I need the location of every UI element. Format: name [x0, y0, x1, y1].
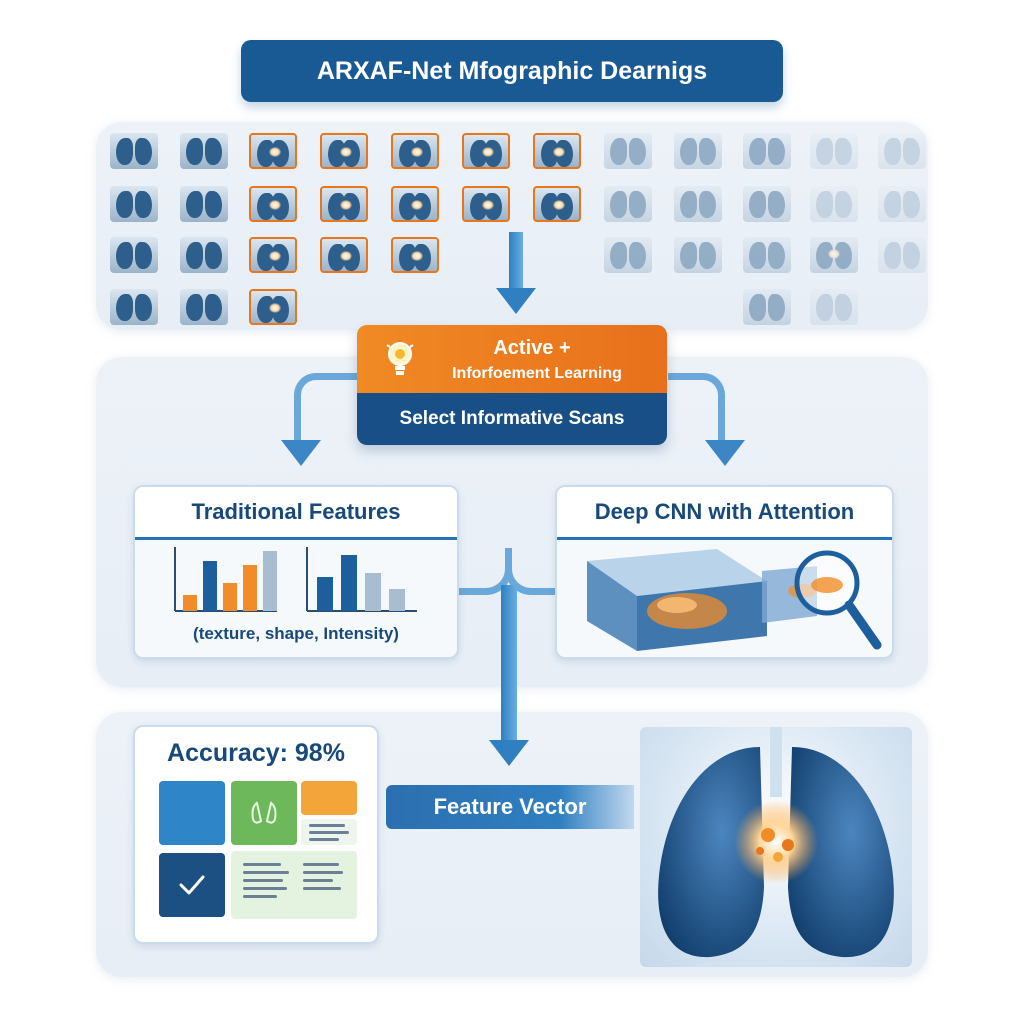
scan-thumbnail [533, 186, 581, 222]
feature-vector-bar: Feature Vector [386, 785, 634, 829]
scan-thumbnail [674, 186, 722, 222]
scan-thumbnail [743, 289, 791, 325]
scan-thumbnail [604, 133, 652, 169]
trunk-arrow-shaft [501, 585, 517, 743]
scan-thumbnail [249, 133, 297, 169]
select-scans-label: Select Informative Scans [357, 393, 667, 445]
traditional-features-title: Traditional Features [135, 487, 457, 540]
scan-thumbnail [462, 186, 510, 222]
scan-thumbnail [391, 133, 439, 169]
tile-blue [159, 781, 225, 845]
bar [183, 595, 197, 611]
scan-thumbnail [878, 133, 926, 169]
tile-check [159, 853, 225, 917]
bar [389, 589, 405, 611]
scan-thumbnail [604, 237, 652, 273]
tile-text-top [301, 819, 357, 845]
scan-thumbnail [110, 289, 158, 325]
scan-thumbnail [674, 237, 722, 273]
chart-left [174, 547, 277, 612]
scan-thumbnail [391, 237, 439, 273]
scan-thumbnail [533, 133, 581, 169]
chest-xray-image [640, 727, 912, 967]
scan-thumbnail [810, 289, 858, 325]
deep-cnn-title: Deep CNN with Attention [557, 487, 892, 540]
active-learning-line2: Inforfoement Learning [452, 365, 622, 382]
scan-thumbnail [249, 237, 297, 273]
feature-bar-charts [174, 547, 417, 612]
scan-thumbnail [810, 133, 858, 169]
bar [365, 573, 381, 611]
scan-thumbnail [320, 237, 368, 273]
diagram-title: ARXAF-Net Mfographic Dearnigs [241, 40, 783, 102]
chart-right [306, 547, 417, 612]
bar [203, 561, 217, 611]
bar [243, 565, 257, 611]
lungs-illustration [658, 727, 894, 958]
right-branch-arrow-head [705, 440, 745, 466]
accuracy-card: Accuracy: 98% [133, 725, 379, 944]
scan-thumbnail [110, 237, 158, 273]
cnn-merge-pipe [505, 548, 562, 595]
scan-thumbnail [320, 133, 368, 169]
scan-thumbnail [462, 133, 510, 169]
left-branch-pipe [294, 373, 363, 450]
scan-thumbnail [249, 186, 297, 222]
scan-thumbnail [743, 133, 791, 169]
bar [317, 577, 333, 611]
tile-text-bottom [231, 851, 357, 919]
cnn-volume-illustration [587, 549, 817, 651]
scan-thumbnail [180, 289, 228, 325]
scan-thumbnail [320, 186, 368, 222]
scan-thumbnail [878, 237, 926, 273]
active-learning-header: Active + Inforfoement Learning [357, 325, 667, 393]
traditional-features-caption: (texture, shape, Intensity) [193, 624, 399, 643]
scan-thumbnail [110, 186, 158, 222]
accuracy-label: Accuracy: 98% [167, 739, 345, 767]
checkmark-icon [179, 875, 205, 895]
feature-vector-label: Feature Vector [433, 794, 587, 819]
lung-small-icon [251, 801, 277, 824]
scan-thumbnail [180, 237, 228, 273]
tile-green [231, 781, 297, 845]
magnifier-icon [794, 550, 882, 650]
tile-orange [301, 781, 357, 815]
scan-arrow-shaft [509, 232, 523, 290]
scan-thumbnail [604, 186, 652, 222]
traditional-features-card: Traditional Features (texture, shape, In… [133, 485, 459, 659]
active-learning-box: Active + Inforfoement Learning Select In… [357, 325, 667, 445]
scan-thumbnail [180, 133, 228, 169]
scan-thumbnail [878, 186, 926, 222]
diagram-title-text: ARXAF-Net Mfographic Dearnigs [316, 56, 708, 85]
scan-thumbnail [249, 289, 297, 325]
bar [263, 551, 277, 611]
scan-thumbnail [743, 186, 791, 222]
active-learning-line1: Active + [493, 337, 571, 359]
scan-thumbnail [391, 186, 439, 222]
scan-arrow-head [496, 288, 536, 314]
deep-cnn-card: Deep CNN with Attention [555, 485, 894, 659]
bar [341, 555, 357, 611]
trunk-arrow-head [489, 740, 529, 766]
scan-thumbnail [674, 133, 722, 169]
right-branch-pipe [668, 373, 725, 450]
left-branch-arrow-head [281, 440, 321, 466]
bar [223, 583, 237, 611]
lightbulb-icon [386, 342, 414, 375]
scan-thumbnail [810, 237, 858, 273]
scan-thumbnail [180, 186, 228, 222]
scan-thumbnail [743, 237, 791, 273]
scan-thumbnail [110, 133, 158, 169]
scan-thumbnail [810, 186, 858, 222]
